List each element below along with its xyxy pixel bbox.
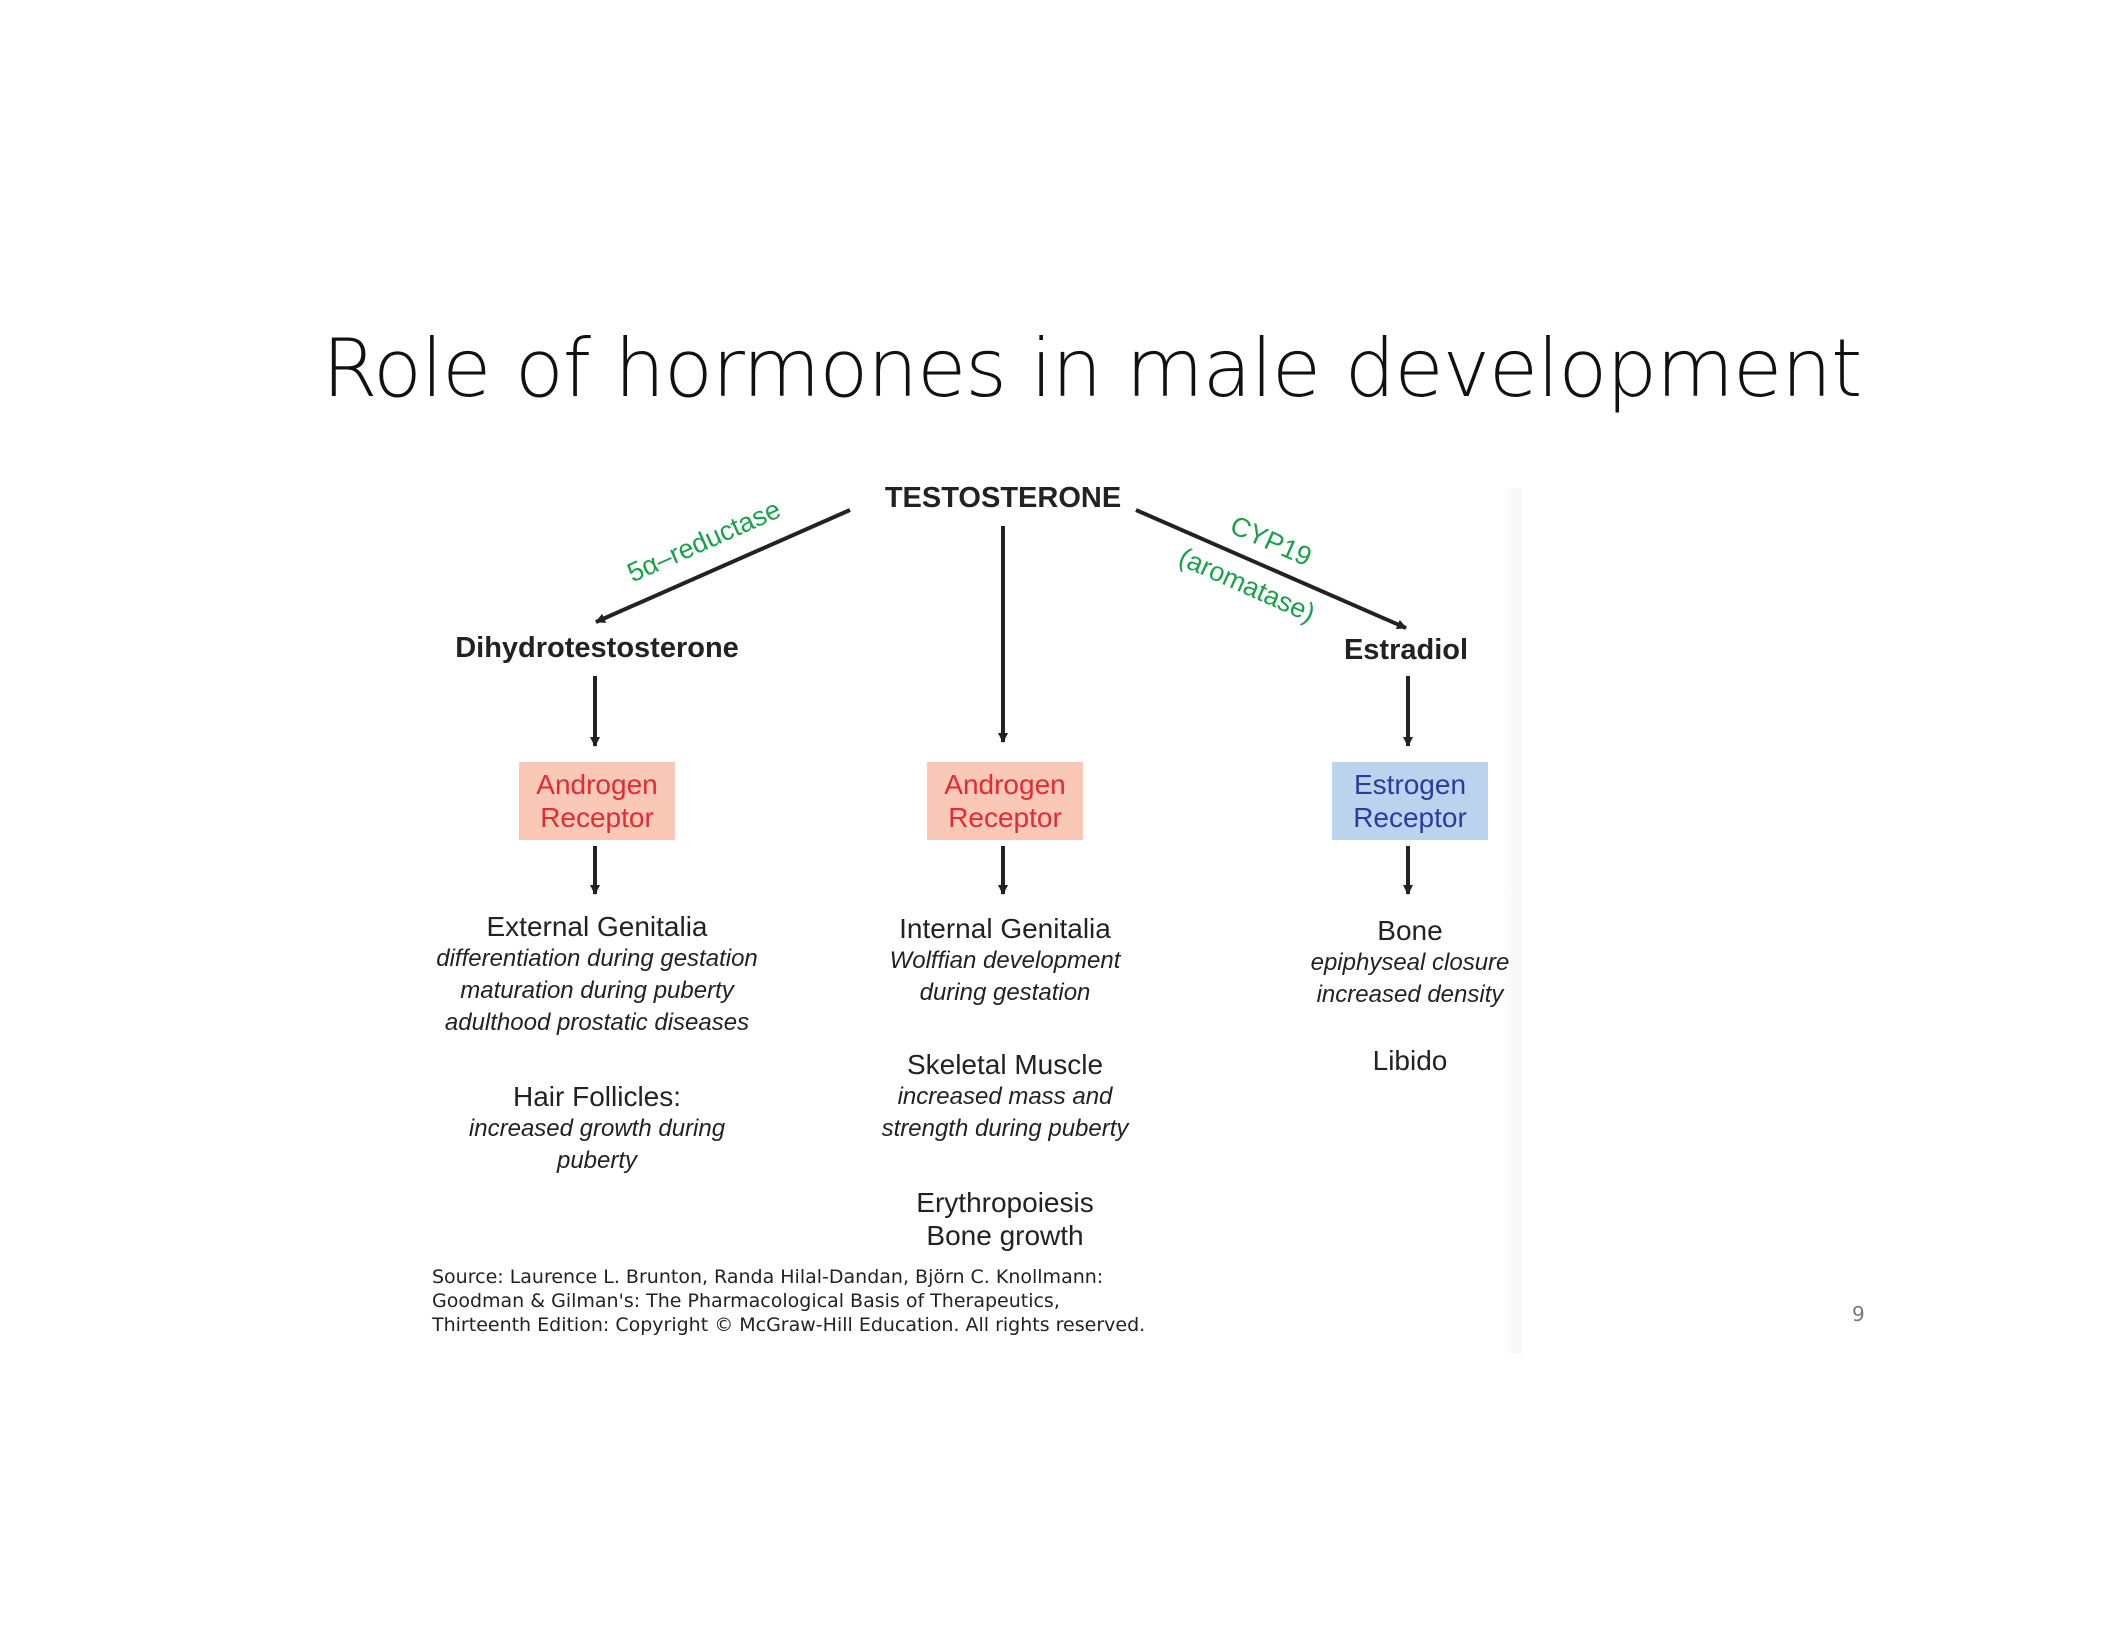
source-line: Goodman & Gilman's: The Pharmacological … <box>432 1290 1060 1312</box>
estrogen-receptor-right: Estrogen Receptor <box>1332 762 1488 840</box>
effect-detail: strength during puberty <box>881 1115 1129 1142</box>
effect-detail: puberty <box>556 1147 638 1174</box>
androgen-receptor-left: Androgen Receptor <box>519 762 675 840</box>
receptor-line1: Estrogen <box>1353 769 1467 800</box>
effect-bone: Bone epiphyseal closure increased densit… <box>1311 914 1510 1011</box>
figure-edge-shade <box>1500 488 1522 1353</box>
arrow-testosterone-to-estradiol <box>1135 508 1407 630</box>
estradiol-label: Estradiol <box>1343 634 1469 666</box>
receptor-line1: Androgen <box>944 769 1066 800</box>
effect-head: Erythropoiesis <box>916 1187 1094 1218</box>
source-citation: Source: Laurence L. Brunton, Randa Hilal… <box>432 1265 1145 1337</box>
testosterone-label: TESTOSTERONE <box>884 482 1122 514</box>
receptor-line2: Receptor <box>540 802 654 833</box>
effect-detail: maturation during puberty <box>460 977 734 1004</box>
effect-head: Skeletal Muscle <box>906 1049 1104 1080</box>
effect-detail: increased mass and <box>897 1083 1113 1110</box>
effect-detail: during gestation <box>919 979 1091 1006</box>
receptor-line2: Receptor <box>948 802 1062 833</box>
effect-head: Bone <box>1377 915 1443 946</box>
effect-head: Internal Genitalia <box>899 913 1111 944</box>
source-line: Source: Laurence L. Brunton, Randa Hilal… <box>432 1266 1104 1288</box>
source-line: Thirteenth Edition: Copyright © McGraw-H… <box>432 1314 1146 1336</box>
effect-hair-follicles: Hair Follicles: increased growth during … <box>469 1080 725 1177</box>
figure-panel <box>410 488 1522 1353</box>
effect-internal-genitalia: Internal Genitalia Wolffian development … <box>890 912 1121 1009</box>
effect-head: Hair Follicles: <box>512 1081 682 1112</box>
effect-detail: differentiation during gestation <box>436 945 758 972</box>
effect-detail: epiphyseal closure <box>1310 949 1510 976</box>
effect-head: Bone growth <box>926 1220 1084 1251</box>
effect-external-genitalia: External Genitalia differentiation durin… <box>436 910 758 1039</box>
effect-head: Libido <box>1372 1045 1448 1076</box>
androgen-receptor-middle: Androgen Receptor <box>927 762 1083 840</box>
effect-libido: Libido <box>1373 1044 1448 1077</box>
effect-skeletal-muscle: Skeletal Muscle increased mass and stren… <box>882 1048 1129 1145</box>
dihydrotestosterone-label: Dihydrotestosterone <box>455 632 739 664</box>
arrow-testosterone-to-dht <box>595 508 851 624</box>
receptor-line2: Receptor <box>1353 802 1467 833</box>
effect-detail: adulthood prostatic diseases <box>444 1009 750 1036</box>
slide-number: 9 <box>1852 1302 1865 1326</box>
receptor-line1: Androgen <box>536 769 658 800</box>
effect-detail: increased density <box>1316 981 1504 1008</box>
effect-detail: increased growth during <box>468 1115 726 1142</box>
effect-erythropoiesis: Erythropoiesis Bone growth <box>916 1186 1093 1252</box>
slide-title: Role of hormones in male development <box>322 322 1862 415</box>
effect-detail: Wolffian development <box>889 947 1121 974</box>
effect-head: External Genitalia <box>486 911 708 942</box>
